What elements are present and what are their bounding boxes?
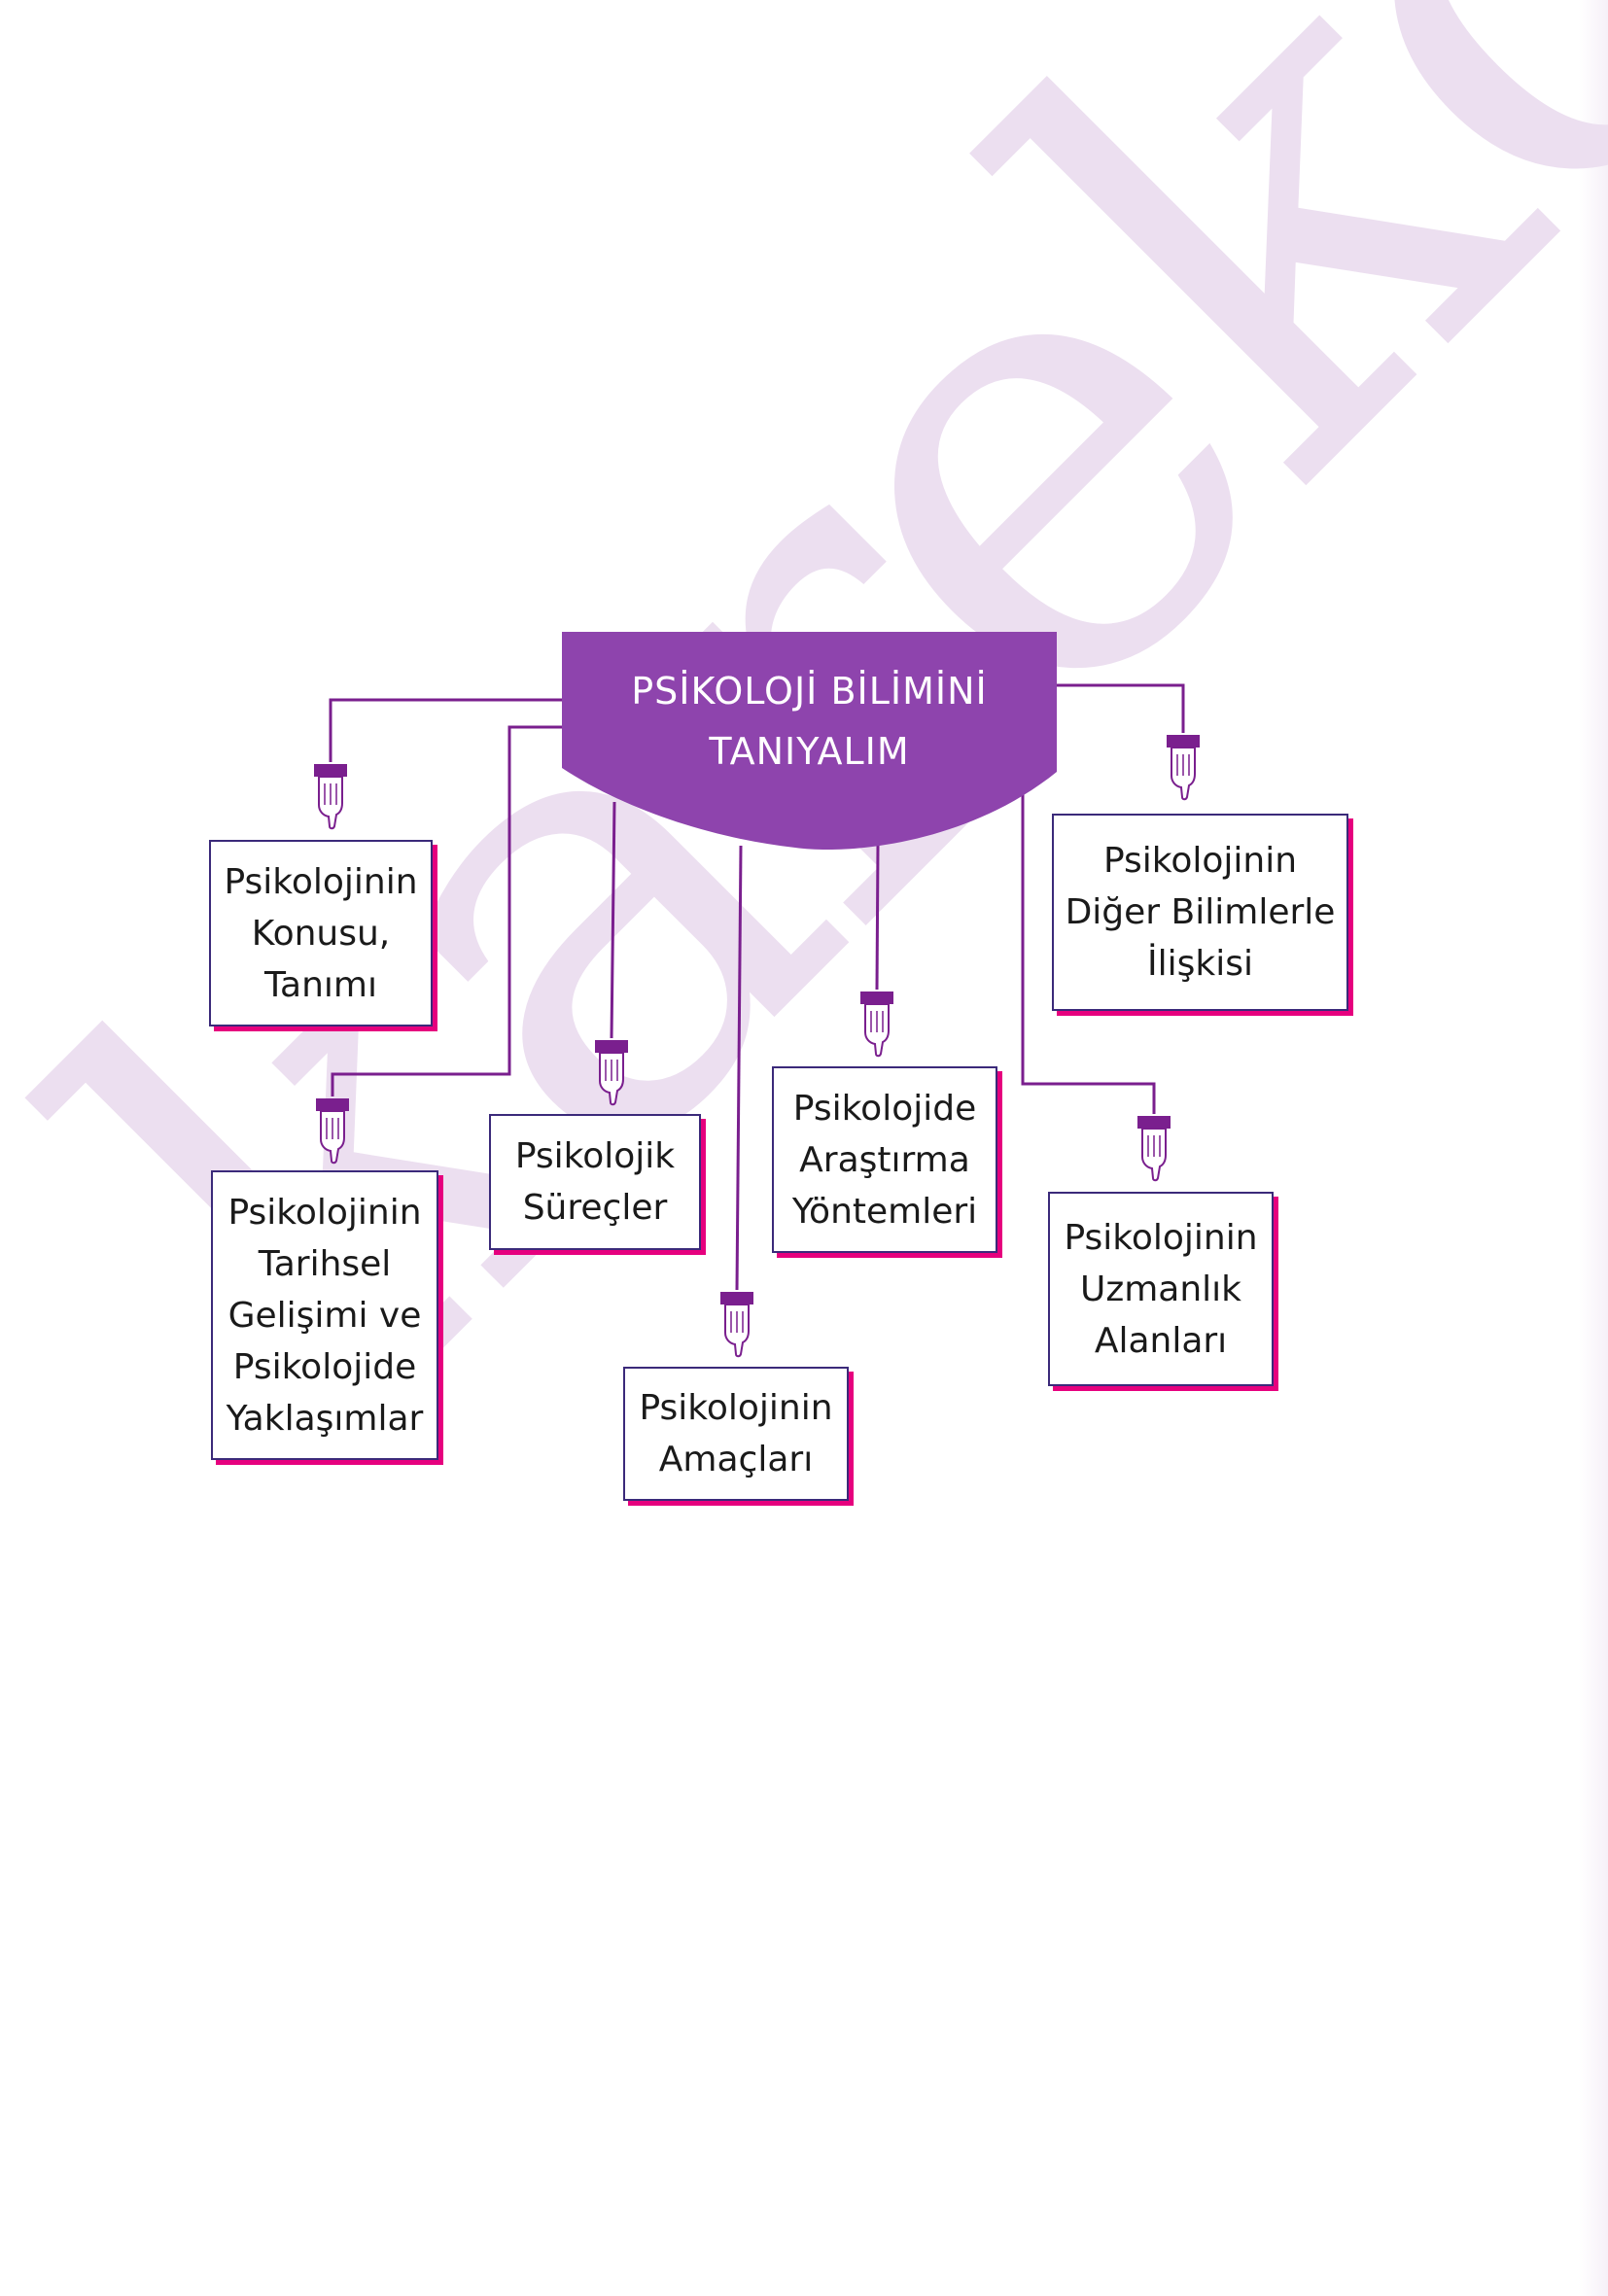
pointing-hand-icon <box>860 991 893 1058</box>
node-tarihsel-line-4: Psikolojide <box>232 1346 417 1387</box>
connector-surecler <box>610 801 616 1039</box>
node-uzmanlik: Psikolojinin Uzmanlık Alanları <box>1048 1192 1274 1386</box>
node-diger-line-2: Diğer Bilimlerle <box>1065 892 1336 932</box>
pointing-hand-icon <box>1137 1116 1171 1182</box>
node-diger-line-1: Psikolojinin <box>1102 841 1298 881</box>
node-surecler-line-1: Psikolojik <box>514 1136 676 1176</box>
connector-konusu <box>329 698 562 762</box>
node-diger-line-3: İlişkisi <box>1147 944 1253 984</box>
node-amaclari-line-1: Psikolojinin <box>639 1388 833 1428</box>
node-arastirma: Psikolojide Araştırma Yöntemleri <box>772 1066 997 1253</box>
node-amaclari-line-2: Amaçları <box>658 1440 814 1479</box>
node-uzmanlik-line-2: Uzmanlık <box>1079 1269 1242 1309</box>
pointing-hand-icon <box>314 764 347 830</box>
node-tarihsel-line-5: Yaklaşımlar <box>226 1398 424 1439</box>
connector-diger <box>1057 683 1185 733</box>
node-surecler: Psikolojik Süreçler <box>489 1114 701 1250</box>
pointing-hand-icon <box>316 1098 349 1165</box>
node-arastirma-line-3: Yöntemleri <box>791 1191 978 1232</box>
connector-amaclari <box>735 845 743 1291</box>
node-amaclari: Psikolojinin Amaçları <box>623 1367 849 1501</box>
connector-arastirma <box>875 845 880 991</box>
node-tarihsel-line-3: Gelişimi ve <box>227 1295 422 1336</box>
node-arastirma-line-1: Psikolojide <box>792 1088 977 1129</box>
node-diger: Psikolojinin Diğer Bilimlerle İlişkisi <box>1052 814 1348 1011</box>
pointing-hand-icon <box>595 1040 628 1106</box>
node-konusu: Psikolojinin Konusu, Tanımı <box>209 840 433 1026</box>
connector-tarihsel <box>331 725 562 1096</box>
node-tarihsel: Psikolojinin Tarihsel Gelişimi ve Psikol… <box>211 1170 438 1460</box>
root-title: PSİKOLOJİ BİLİMİNİ TANIYALIM <box>562 661 1057 782</box>
pointing-hand-icon <box>1167 735 1200 801</box>
node-uzmanlik-line-3: Alanları <box>1094 1320 1228 1361</box>
node-konusu-line-1: Psikolojinin <box>224 861 418 902</box>
node-tarihsel-line-1: Psikolojinin <box>227 1192 422 1233</box>
root-shape <box>562 632 1057 850</box>
pointing-hand-icon <box>720 1292 753 1358</box>
node-konusu-line-2: Konusu, <box>251 913 391 954</box>
root-title-line-1: PSİKOLOJİ BİLİMİNİ <box>631 670 988 713</box>
node-arastirma-line-2: Araştırma <box>799 1139 970 1180</box>
root-title-line-2: TANIYALIM <box>709 730 910 773</box>
node-konusu-line-3: Tanımı <box>264 964 377 1005</box>
node-uzmanlik-line-1: Psikolojinin <box>1064 1217 1258 1258</box>
connector-uzmanlik <box>1021 792 1156 1114</box>
root-topic: PSİKOLOJİ BİLİMİNİ TANIYALIM <box>562 632 1057 852</box>
node-tarihsel-line-2: Tarihsel <box>258 1243 392 1284</box>
node-surecler-line-2: Süreçler <box>522 1188 668 1228</box>
page-edge-shade <box>1579 0 1608 2296</box>
